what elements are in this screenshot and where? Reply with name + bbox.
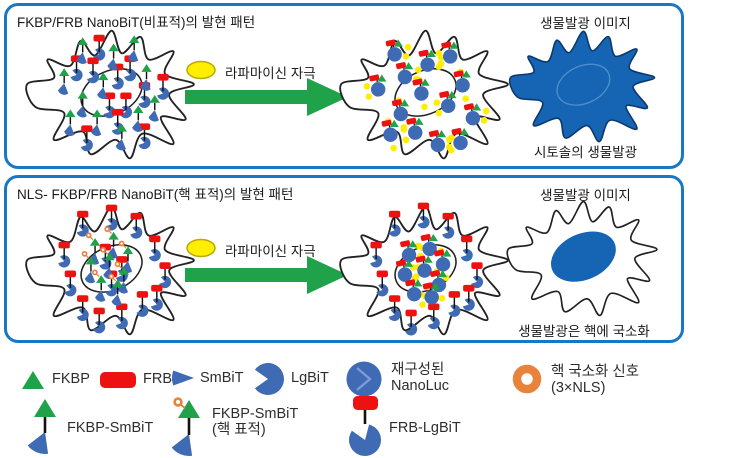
frb-lgbit-icon [349, 396, 382, 456]
stimulation-arrow-icon [185, 256, 348, 294]
cell-stimulated-nontargeted [339, 29, 509, 160]
cell-stimulated-nls [339, 202, 509, 336]
legend-label: FRB [143, 371, 172, 387]
cell-unstimulated-nls [25, 204, 195, 336]
smbit-icon [171, 370, 194, 386]
panel-nuclear-targeted: NLS- FKBP/FRB NanoBiT(핵 표적)의 발현 패턴 라파마이신… [4, 175, 684, 343]
result-caption: 생물발광은 핵에 국소화 [518, 324, 650, 339]
rapamycin-icon [186, 238, 216, 258]
panel-title: NLS- FKBP/FRB NanoBiT(핵 표적)의 발현 패턴 [17, 187, 294, 202]
legend-label: 핵 국소화 신호 [551, 364, 640, 380]
legend-item-fkbp: FKBP [20, 368, 90, 392]
panel-nontargeted: FKBP/FRB NanoBiT(비표적)의 발현 패턴 라파마이신 자극 생물… [4, 3, 684, 169]
legend-item-fkbp-smbit-nls: FKBP-SmBiT (핵 표적) [170, 394, 298, 458]
legend-item-frb: FRB [98, 369, 172, 391]
stimulation-arrow-icon [185, 78, 348, 116]
nls-signal-icon [512, 364, 542, 394]
legend-item-lgbit: LgBiT [250, 361, 329, 397]
bioluminescence-image-nuclear [506, 200, 658, 317]
legend-item-smbit: SmBiT [168, 364, 244, 392]
fkbp-smbit-icon [28, 399, 56, 454]
legend-item-nls: 핵 국소화 신호 (3×NLS) [510, 362, 639, 396]
fkbp-icon [22, 371, 44, 389]
panel-title: FKBP/FRB NanoBiT(비표적)의 발현 패턴 [17, 15, 256, 30]
legend-label-line2: NanoLuc [391, 378, 450, 394]
legend-label: LgBiT [291, 370, 329, 386]
cell-unstimulated-nontargeted [25, 29, 195, 160]
stimulus-label: 라파마이신 자극 [225, 66, 316, 81]
bioluminescence-image-cytosolic [508, 30, 656, 143]
legend-label: FKBP-SmBiT [67, 420, 154, 436]
frb-icon [100, 372, 136, 388]
result-title: 생물발광 이미지 [540, 16, 631, 31]
legend-label: FKBP [52, 371, 90, 387]
legend-label: 재구성된 [391, 362, 445, 378]
fkbp-smbit-nuclear-icon [171, 397, 200, 456]
lgbit-icon [254, 363, 284, 395]
result-title: 생물발광 이미지 [540, 188, 631, 203]
legend-label: SmBiT [200, 370, 244, 386]
reconstituted-nanoluc-icon [346, 361, 382, 397]
rapamycin-icon [186, 60, 216, 80]
result-caption: 시토솔의 생물발광 [533, 145, 638, 160]
legend-item-frb-lgbit: FRB-LgBiT [348, 394, 461, 458]
legend-label-line2: (3×NLS) [551, 380, 606, 396]
stimulus-label: 라파마이신 자극 [225, 244, 316, 259]
legend-label-line2: (핵 표적) [212, 422, 266, 438]
legend-label: FKBP-SmBiT [212, 406, 299, 422]
legend-item-nanoluc: 재구성된 NanoLuc [344, 359, 449, 399]
legend-item-fkbp-smbit: FKBP-SmBiT [28, 396, 153, 458]
legend-label: FRB-LgBiT [389, 420, 461, 436]
